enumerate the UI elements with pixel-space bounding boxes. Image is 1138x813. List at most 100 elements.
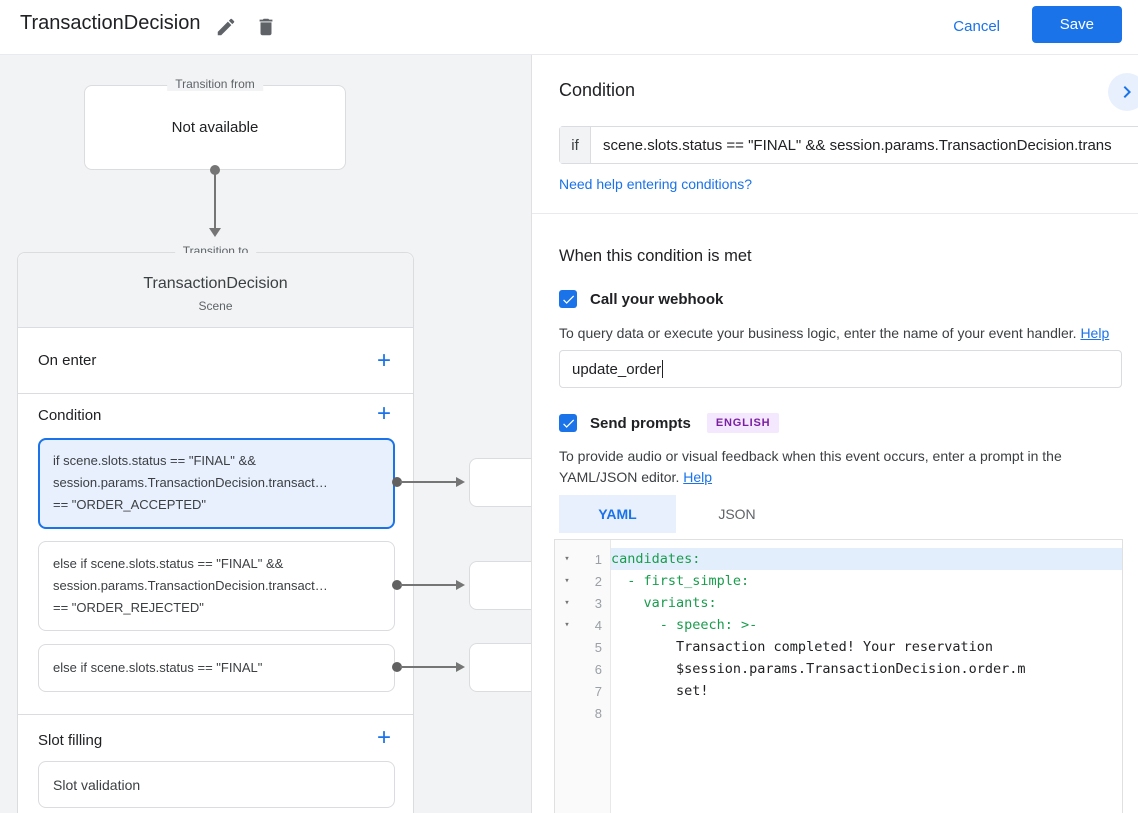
line-code[interactable] (611, 702, 1122, 724)
line-code[interactable]: set! (611, 683, 709, 699)
tab-json[interactable]: JSON (676, 495, 798, 533)
condition-line: session.params.TransactionDecision.trans… (53, 475, 328, 490)
save-button[interactable]: Save (1031, 6, 1122, 43)
transition-from-box: Transition from Not available (84, 77, 346, 170)
chevron-right-icon (1123, 86, 1131, 98)
editor-line: ▾ 4 - speech: >- (555, 614, 1122, 636)
condition-section-label: Condition (38, 407, 102, 424)
tab-yaml[interactable]: YAML (559, 495, 676, 533)
connector-line (400, 666, 457, 668)
line-number: 7 (594, 683, 602, 699)
edit-title-button[interactable] (210, 11, 242, 43)
connector-dot (392, 662, 402, 672)
editor-line: 7 set! (555, 680, 1122, 702)
webhook-help-link[interactable]: Help (1080, 325, 1110, 341)
line-number: 1 (594, 551, 602, 567)
transition-from-content: Not available (171, 119, 259, 136)
condition-card-accepted[interactable]: if scene.slots.status == "FINAL" && sess… (38, 438, 395, 529)
send-prompts-label: Send prompts (590, 414, 691, 432)
scene-name: TransactionDecision (143, 275, 288, 292)
webhook-handler-input[interactable]: update_order (559, 350, 1122, 388)
editor-gutter (555, 540, 611, 813)
connector-arrow-icon (456, 662, 465, 672)
line-code[interactable]: Transaction completed! Your reservation (611, 639, 994, 655)
add-on-enter-button[interactable]: + (369, 346, 399, 376)
slot-validation-label: Slot validation (53, 776, 141, 793)
webhook-helper-text: To query data or execute your business l… (559, 323, 1129, 344)
send-prompts-checkbox[interactable] (559, 414, 577, 432)
editor-tabs: YAML JSON (559, 495, 798, 533)
target-scene-box[interactable] (469, 458, 531, 507)
language-badge: ENGLISH (706, 413, 780, 433)
add-condition-button[interactable]: + (369, 399, 399, 429)
editor-line: ▾ 1 candidates: (555, 548, 1122, 570)
cancel-button[interactable]: Cancel (943, 10, 1010, 43)
scene-type: Scene (198, 299, 233, 313)
editor-line: 6 $session.params.TransactionDecision.or… (555, 658, 1122, 680)
prompts-helper-body: To provide audio or visual feedback when… (559, 448, 1062, 485)
condition-line: else if scene.slots.status == "FINAL" (53, 660, 263, 675)
yaml-editor[interactable]: ▾ 1 candidates: ▾ 2 - first_simple: ▾ 3 … (554, 539, 1123, 813)
collapse-panel-button[interactable] (1108, 73, 1138, 111)
fold-toggle-icon[interactable]: ▾ (564, 620, 570, 630)
panel-title: Condition (559, 80, 636, 100)
line-number: 8 (594, 705, 602, 721)
line-code[interactable]: $session.params.TransactionDecision.orde… (611, 661, 1026, 677)
text-caret (662, 360, 664, 378)
flow-canvas: Transition from Not available Transition… (0, 55, 531, 813)
connector-dot (392, 477, 402, 487)
pencil-icon (217, 18, 235, 36)
connector-arrow-icon (456, 580, 465, 590)
on-enter-row: On enter + (18, 328, 413, 394)
line-code[interactable]: - first_simple: (611, 573, 750, 589)
editor-line: ▾ 2 - first_simple: (555, 570, 1122, 592)
top-bar: TransactionDecision Cancel Save (0, 0, 1138, 55)
fold-toggle-icon[interactable]: ▾ (564, 554, 570, 564)
checkmark-icon (562, 294, 574, 304)
webhook-checkbox[interactable] (559, 290, 577, 308)
webhook-label: Call your webhook (590, 290, 724, 308)
checkmark-icon (562, 418, 574, 428)
section-divider (18, 714, 413, 715)
line-code[interactable]: variants: (611, 595, 717, 611)
condition-met-title: When this condition is met (559, 247, 752, 265)
add-slot-button[interactable]: + (369, 723, 399, 753)
line-number: 4 (594, 617, 602, 633)
condition-line: == "ORDER_ACCEPTED" (53, 497, 206, 512)
condition-expression-field: if scene.slots.status == "FINAL" && sess… (559, 126, 1138, 164)
target-scene-box[interactable] (469, 561, 531, 610)
prompts-helper-text: To provide audio or visual feedback when… (559, 446, 1115, 488)
transition-to-box: Transition to TransactionDecision Scene … (17, 244, 414, 813)
trash-icon (259, 18, 273, 36)
line-number: 5 (594, 639, 602, 655)
editor-line: 8 (555, 702, 1122, 724)
connector-line (400, 584, 457, 586)
target-scene-box[interactable] (469, 643, 531, 692)
condition-line: session.params.TransactionDecision.trans… (53, 578, 328, 593)
editor-line: 5 Transaction completed! Your reservatio… (555, 636, 1122, 658)
delete-scene-button[interactable] (250, 11, 282, 43)
connector-arrow-icon (456, 477, 465, 487)
line-number: 3 (594, 595, 602, 611)
on-enter-label: On enter (38, 352, 97, 369)
prompts-help-link[interactable]: Help (683, 469, 713, 485)
slot-validation-card[interactable]: Slot validation (38, 761, 395, 808)
page-title: TransactionDecision (20, 12, 201, 34)
line-code[interactable]: candidates: (611, 548, 1122, 570)
line-number: 6 (594, 661, 602, 677)
condition-help-link[interactable]: Need help entering conditions? (559, 176, 753, 192)
line-number: 2 (594, 573, 602, 589)
fold-toggle-icon[interactable]: ▾ (564, 576, 570, 586)
condition-details-panel: Condition if scene.slots.status == "FINA… (531, 55, 1138, 813)
if-prefix-label: if (560, 127, 591, 163)
slot-filling-label: Slot filling (38, 732, 103, 749)
webhook-helper-body: To query data or execute your business l… (559, 325, 1077, 341)
condition-expression-input[interactable]: scene.slots.status == "FINAL" && session… (603, 136, 1112, 154)
condition-card-rejected[interactable]: else if scene.slots.status == "FINAL" &&… (38, 541, 395, 631)
condition-card-final[interactable]: else if scene.slots.status == "FINAL" (38, 644, 395, 692)
transition-from-legend: Transition from (167, 77, 263, 91)
editor-line: ▾ 3 variants: (555, 592, 1122, 614)
fold-toggle-icon[interactable]: ▾ (564, 598, 570, 608)
line-code[interactable]: - speech: >- (611, 617, 758, 633)
